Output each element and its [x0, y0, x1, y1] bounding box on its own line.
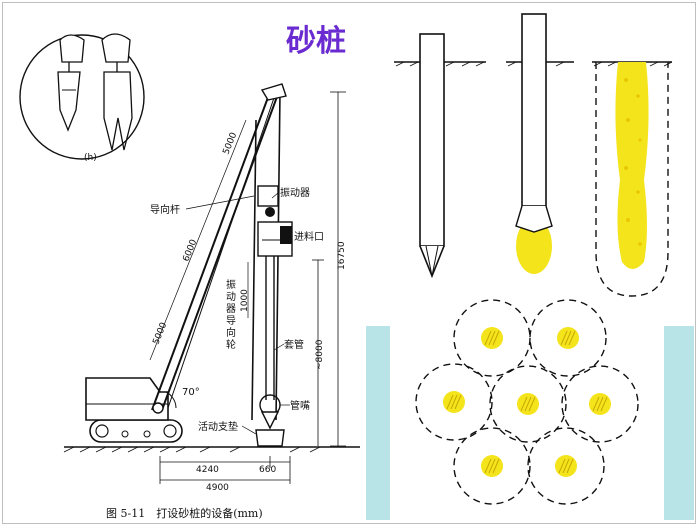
- boom-line-a: [151, 91, 271, 411]
- compaction-ring: [453, 427, 531, 505]
- inset-tool-left-body: [57, 71, 81, 132]
- sand-pile-hatch: [528, 396, 536, 412]
- sand-pile-hatch: [596, 396, 604, 412]
- guide-rod-left: [251, 119, 257, 421]
- compaction-boundary: [595, 62, 669, 297]
- height-guide-label: ~8000: [315, 339, 325, 370]
- right-cyan-panel: [664, 326, 694, 520]
- height-total-label: 16750: [337, 241, 347, 270]
- sand-bulb-stage-2: [516, 218, 552, 274]
- sand-pile-hatch: [566, 458, 574, 474]
- feed-inlet-block: [280, 226, 292, 244]
- label-casing: 套管: [284, 338, 304, 351]
- compaction-ring: [415, 363, 493, 441]
- sand-pile-hatch: [484, 458, 492, 474]
- inset-circle: [19, 34, 145, 160]
- boom-dim-lower: 5000: [152, 321, 170, 346]
- sand-pile-hatch: [484, 330, 492, 346]
- back-stay: [167, 91, 277, 409]
- label-nozzle: 管嘴: [290, 399, 310, 412]
- inset-tool-right-head: [101, 33, 131, 63]
- base-offset-label: 4240: [196, 465, 219, 475]
- inset-detail: (h): [19, 33, 145, 163]
- casing-stage-1: [419, 33, 445, 247]
- inset-tool-left-head: [59, 34, 85, 63]
- sand-pile-hatch: [524, 396, 532, 412]
- sand-pile-hatch: [560, 330, 568, 346]
- sand-pile-hatch: [446, 394, 454, 410]
- sand-pile-hatch: [492, 458, 500, 474]
- crane-figure: 70° 5000 6000 5000 16750 ~8000 1000 4240…: [63, 83, 360, 493]
- boom-head: [260, 83, 287, 101]
- ground-hatch: [63, 446, 321, 453]
- tip-offset-label: 660: [259, 465, 276, 475]
- casing-stage-2: [521, 13, 547, 207]
- compaction-ring: [561, 365, 639, 443]
- label-movable-pad: 活动支垫: [198, 420, 238, 433]
- inset-tool-right-body: [103, 71, 133, 151]
- sand-pile-hatch: [600, 396, 608, 412]
- sand-pile-hatch: [520, 396, 528, 412]
- vibrator-box-top: [257, 185, 279, 207]
- sand-pile-hatch: [564, 330, 572, 346]
- base-total-label: 4900: [206, 483, 229, 493]
- label-vibrator: 振动器: [280, 186, 310, 199]
- slide-title: 砂桩: [286, 24, 346, 59]
- compaction-ring: [529, 299, 607, 377]
- inset-label: (h): [84, 153, 97, 163]
- left-cyan-panel: [366, 326, 390, 520]
- compaction-ring: [527, 427, 605, 505]
- compaction-ring: [489, 365, 567, 443]
- sand-pile-hatch: [488, 458, 496, 474]
- sand-pile-hatch: [492, 330, 500, 346]
- angle-label: 70°: [182, 387, 200, 398]
- nozzle-tip: [260, 411, 280, 430]
- label-guide-rod: 导向杆: [150, 203, 180, 216]
- sand-pile-hatch: [450, 394, 458, 410]
- guide-length-label: 1000: [240, 289, 250, 312]
- pile-layout: [415, 299, 639, 505]
- crawler-track: [89, 419, 183, 443]
- sand-column: [615, 62, 649, 269]
- boom-dim-mid: 6000: [182, 238, 200, 263]
- label-vibrator-guide-wheel: 振 动 器 导 向 轮: [226, 278, 239, 351]
- sand-pile-hatch: [454, 394, 462, 410]
- sand-pile-hatch: [562, 458, 570, 474]
- sand-pile-hatch: [592, 396, 600, 412]
- sand-pile-hatch: [558, 458, 566, 474]
- closed-tip-stage-1: [419, 245, 445, 279]
- vibrator-hook: [265, 207, 275, 217]
- sand-pile-hatch: [568, 330, 576, 346]
- open-tip-stage-2: [515, 205, 553, 233]
- boom-line-b: [161, 93, 279, 411]
- sand-pile-hatch: [488, 330, 496, 346]
- figure-caption: 图 5-11 打设砂桩的设备(mm): [106, 507, 263, 520]
- label-feed-inlet: 进料口: [294, 230, 324, 243]
- pile-stages: [394, 13, 673, 297]
- movable-pad: [255, 429, 285, 447]
- compaction-ring: [453, 299, 531, 377]
